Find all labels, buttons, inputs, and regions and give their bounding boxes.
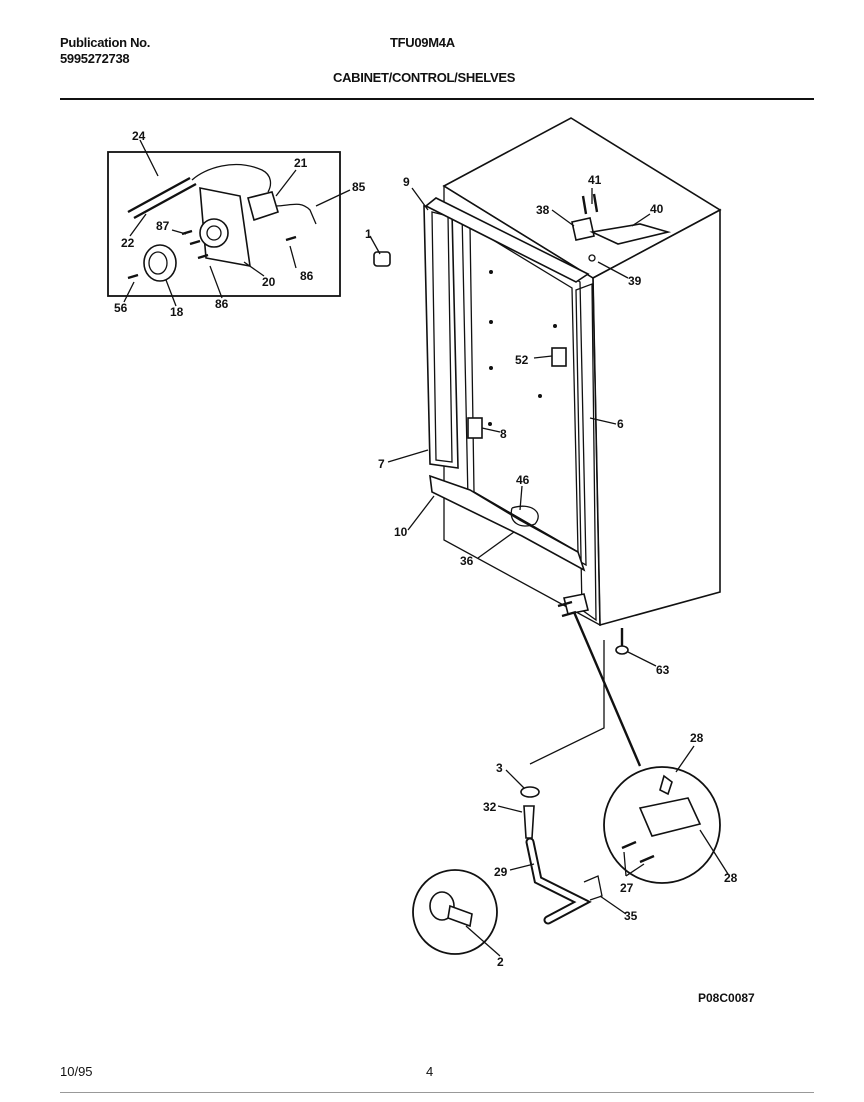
part-label-22: 22 — [121, 236, 135, 250]
part-label-7: 7 — [378, 457, 385, 471]
part-label-85: 85 — [352, 180, 366, 194]
header-rule — [60, 98, 814, 100]
part-label-41: 41 — [588, 173, 602, 187]
part-label-86-a: 86 — [300, 269, 314, 283]
part-label-39: 39 — [628, 274, 642, 288]
publication-number: 5995272738 — [60, 51, 130, 66]
footer-date: 10/95 — [60, 1064, 93, 1079]
part-label-63: 63 — [656, 663, 670, 677]
publication-label: Publication No. — [60, 35, 151, 50]
part-label-2: 2 — [497, 955, 504, 969]
model-number: TFU09M4A — [390, 35, 455, 50]
part-label-40: 40 — [650, 202, 664, 216]
part-label-10: 10 — [394, 525, 408, 539]
hinge-detail-circle — [603, 766, 721, 884]
part-label-24: 24 — [132, 129, 146, 143]
part-label-27: 27 — [620, 881, 634, 895]
part-label-9: 9 — [403, 175, 410, 189]
leader-lines — [123, 139, 729, 957]
part-label-35: 35 — [624, 909, 638, 923]
part-label-87: 87 — [156, 219, 170, 233]
part-label-3: 3 — [496, 761, 503, 775]
freezer-cabinet — [373, 117, 722, 655]
part-label-38: 38 — [536, 203, 550, 217]
part-label-28-a: 28 — [690, 731, 704, 745]
footer-page-number: 4 — [426, 1064, 433, 1079]
part-label-56: 56 — [114, 301, 128, 315]
part-label-36: 36 — [460, 554, 474, 568]
part-label-18: 18 — [170, 305, 184, 319]
section-title: CABINET/CONTROL/SHELVES — [333, 70, 516, 85]
part-label-1: 1 — [365, 227, 372, 241]
part-label-86-b: 86 — [215, 297, 229, 311]
part-label-6: 6 — [617, 417, 624, 431]
drain-assembly — [520, 611, 642, 925]
footer-rule — [60, 1092, 814, 1093]
part-label-28-b: 28 — [724, 871, 738, 885]
drain-fitting-detail-circle — [412, 869, 498, 955]
figure-code: P08C0087 — [698, 991, 755, 1005]
part-label-52: 52 — [515, 353, 529, 367]
part-label-21: 21 — [294, 156, 308, 170]
part-label-29: 29 — [494, 865, 508, 879]
part-label-8: 8 — [500, 427, 507, 441]
part-label-46: 46 — [516, 473, 530, 487]
part-label-20: 20 — [262, 275, 276, 289]
part-label-32: 32 — [483, 800, 497, 814]
